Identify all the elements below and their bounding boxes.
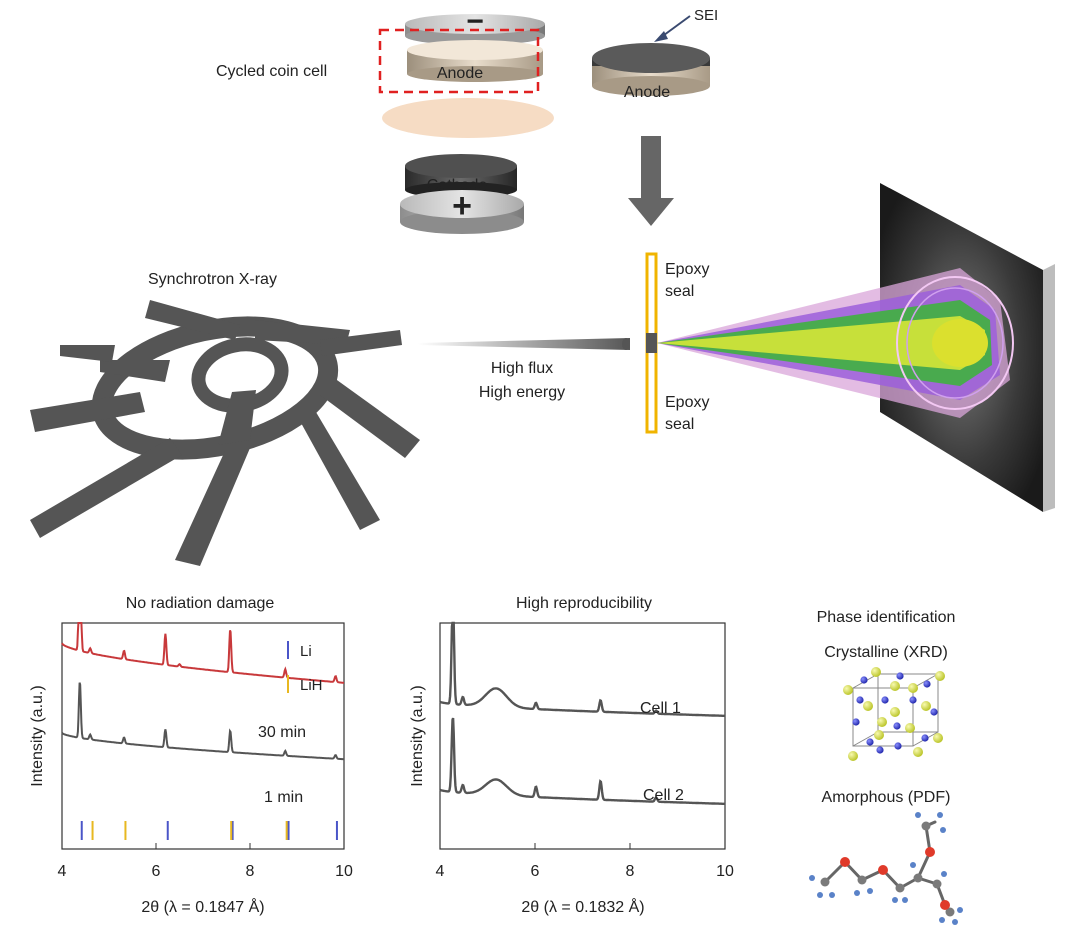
chart2-ylabel: Intensity (a.u.) [409, 685, 426, 786]
synchrotron-label: Synchrotron X-ray [148, 271, 277, 288]
diffraction-cone [657, 268, 1014, 418]
chart1-tick-8: 8 [246, 863, 255, 880]
highlight-box [378, 28, 540, 94]
separator-disc [382, 98, 554, 138]
chart1-tick-10: 10 [335, 863, 353, 880]
chart1-ylabel: Intensity (a.u.) [29, 685, 46, 786]
chart-radiation: No radiation damage 4 6 8 10 2θ (λ = 0.1… [29, 595, 353, 916]
chart1-title: No radiation damage [126, 595, 275, 612]
epoxy-bottom-line2: seal [665, 416, 694, 433]
chart2-series-cell2 [439, 717, 725, 805]
sei-label: SEI [694, 7, 718, 24]
chart1-tick-4: 4 [58, 863, 67, 880]
cathode-label: Cathode [427, 177, 488, 194]
minus-symbol: − [466, 5, 484, 38]
phase-crystalline-label: Crystalline (XRD) [824, 644, 948, 661]
chart2-label-cell2: Cell 2 [643, 787, 684, 804]
chart2-title: High reproducibility [516, 595, 652, 612]
epoxy-top-line1: Epoxy [665, 261, 709, 278]
chart1-series-1min [61, 682, 344, 761]
molecule-icon [809, 812, 963, 925]
beam-tip [622, 338, 630, 350]
chart2-tick-8: 8 [626, 863, 635, 880]
sei-arrowhead [654, 31, 668, 42]
chart1-x-axis: 4 6 8 10 [58, 843, 353, 880]
beam-label-energy: High energy [479, 384, 565, 401]
chart2-tick-6: 6 [531, 863, 540, 880]
chart1-frame [61, 622, 345, 850]
epoxy-bottom-line1: Epoxy [665, 394, 709, 411]
chart-reproducibility: High reproducibility 4 6 8 10 2θ (λ = 0.… [409, 595, 734, 916]
chart2-x-axis: 4 6 8 10 [436, 843, 734, 880]
chart1-xlabel: 2θ (λ = 0.1847 Å) [141, 897, 264, 916]
legend-lih-label: LiH [300, 677, 323, 694]
chart2-series-cell1 [439, 621, 725, 717]
chart1-reference-ticks [80, 821, 338, 840]
chart1-tick-6: 6 [152, 863, 161, 880]
chart1-series-30min [61, 622, 344, 684]
chart1-legend: Li LiH [287, 641, 323, 694]
legend-li-label: Li [300, 643, 312, 660]
phase-title: Phase identification [817, 609, 956, 626]
beam-label-flux: High flux [491, 360, 553, 377]
chart2-tick-4: 4 [436, 863, 445, 880]
chart1-label-30min: 30 min [258, 724, 306, 741]
chart1-label-1min: 1 min [264, 789, 303, 806]
anode-right-label: Anode [624, 84, 670, 101]
epoxy-top-line2: seal [665, 283, 694, 300]
sample-holder: Epoxy seal Epoxy seal [645, 252, 709, 434]
anode-label: Anode [437, 65, 483, 82]
chart2-frame [439, 622, 726, 850]
coin-cell-label: Cycled coin cell [216, 63, 327, 80]
cathode-disc: Cathode [405, 154, 517, 198]
anode-with-sei: Anode SEI [592, 7, 718, 101]
positive-cap: + [400, 187, 524, 234]
chart2-label-cell1: Cell 1 [640, 700, 681, 717]
plus-symbol: + [452, 187, 472, 225]
phase-panel: Phase identification Crystalline (XRD) A… [809, 609, 963, 925]
xray-beam [418, 338, 630, 350]
down-arrow [628, 136, 674, 226]
anode-disc: Anode [407, 40, 543, 82]
synchrotron-ring: Synchrotron X-ray [30, 271, 420, 566]
negative-cap: − [405, 5, 545, 45]
crystal-structure-icon [843, 667, 945, 761]
phase-amorphous-label: Amorphous (PDF) [822, 789, 951, 806]
chart2-xlabel: 2θ (λ = 0.1832 Å) [521, 897, 644, 916]
coin-cell-exploded: Cycled coin cell − Anode Cathode [216, 5, 554, 234]
chart2-tick-10: 10 [716, 863, 734, 880]
